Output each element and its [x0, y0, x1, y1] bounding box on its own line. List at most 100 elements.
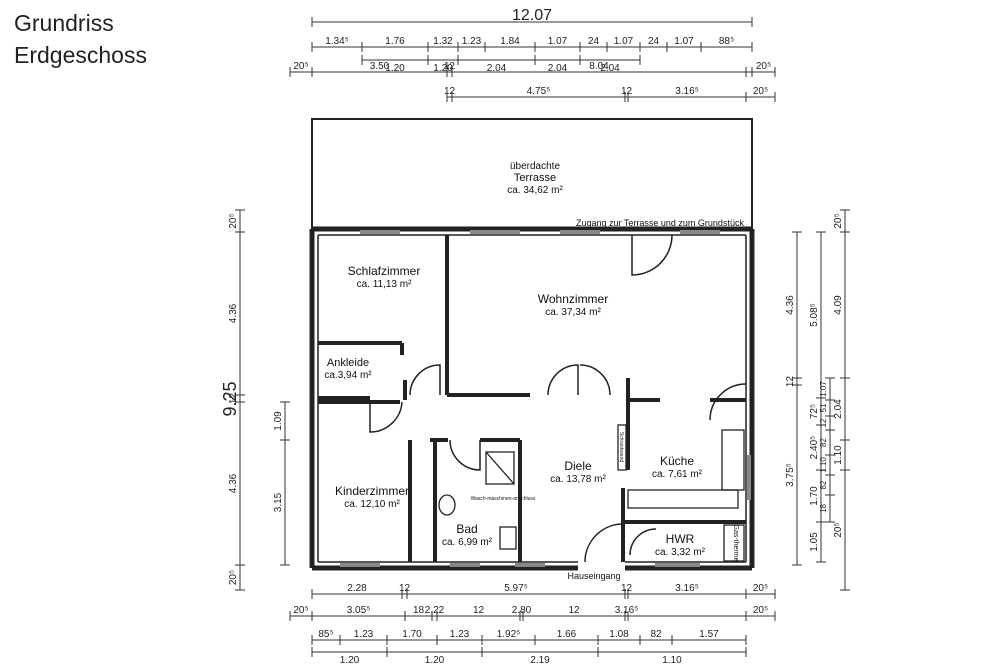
- kinderzimmer-area: ca. 12,10 m²: [344, 499, 400, 510]
- bottom-row2-value: 3.16⁵: [615, 605, 639, 616]
- top-row3-value: 12: [444, 86, 456, 97]
- bottom-row1-value: 20⁵: [753, 583, 768, 594]
- zugang-label: Zugang zur Terrasse und zum Grundstück: [576, 218, 744, 228]
- top-row1-value: 1.32: [433, 36, 453, 47]
- hauseingang-label: Hauseingang: [567, 571, 620, 581]
- bottom-row2-value: 20⁵: [293, 605, 308, 616]
- top-row3-value: 12: [621, 86, 633, 97]
- waschmaschine-label: Wasch-maschinen-anschluss: [471, 496, 536, 502]
- top-row1-value: 88⁵: [719, 36, 734, 47]
- right-inner-value: 5.08⁵: [809, 303, 820, 327]
- top-row3-value: 4.75⁵: [527, 86, 551, 97]
- kitchen-unit: [627, 489, 739, 509]
- top-row1-value: 1.07: [548, 36, 568, 47]
- top-row1-value: 24: [648, 36, 660, 47]
- bottom-row2-value: 18: [413, 605, 425, 616]
- ankleide-area: ca.3,94 m²: [324, 370, 372, 381]
- right-inner-value: 1.05: [809, 532, 820, 552]
- terrasse-label-1: überdachte: [510, 161, 560, 172]
- left-total-value: 9.25: [220, 381, 240, 416]
- right-outer-value: 20⁵: [833, 213, 844, 228]
- bottom-row1-value: 5.97⁵: [504, 583, 528, 594]
- right-outer-value: 4.09: [833, 295, 844, 315]
- top-row1-value: 1.07: [674, 36, 694, 47]
- right-small-value: 51: [819, 403, 828, 412]
- bottom-row2-value: 20⁵: [753, 605, 768, 616]
- top-row1-value: 1.76: [385, 36, 405, 47]
- right-inner-value: 72⁵: [809, 404, 820, 419]
- bottom-row3b-value: 2.19: [530, 655, 550, 666]
- top-row1b-value: 2.04: [600, 63, 620, 74]
- left-outer-value: 20⁵: [228, 570, 239, 585]
- bottom-row3-value: 82: [650, 629, 662, 640]
- diele-label: Diele: [564, 459, 592, 473]
- shower: [485, 451, 515, 485]
- kueche-label: Küche: [660, 454, 694, 468]
- washbasin: [499, 526, 517, 550]
- right-outer-value: 1.10: [833, 445, 844, 465]
- top-row2-value: 8.04: [589, 61, 609, 72]
- right-mid-value: 12: [785, 376, 796, 388]
- bottom-row3-value: 1.70: [402, 629, 422, 640]
- top-row1-value: 1.07: [614, 36, 634, 47]
- right-small-value: 82: [819, 438, 828, 447]
- right-small-value: 18: [819, 504, 828, 513]
- left-outer-value: 20⁵: [228, 213, 239, 228]
- right-inner-value: 2.40⁵: [809, 436, 820, 460]
- hwr-label: HWR: [666, 532, 695, 546]
- windows: [340, 230, 751, 567]
- top-row1-value: 1.23: [462, 36, 482, 47]
- right-mid-value: 4.36: [785, 295, 796, 315]
- left-outer-value: 12: [228, 393, 239, 405]
- right-small-value: 1.10: [819, 457, 828, 473]
- right-small-value: 1.07: [819, 381, 828, 397]
- bottom-row3-value: 1.66: [557, 629, 577, 640]
- top-row1b-value: 1.20: [433, 63, 453, 74]
- right-small-value: 12: [819, 418, 828, 427]
- top-row3-value: 3.16⁵: [675, 86, 699, 97]
- hwr-area: ca. 3,32 m²: [655, 547, 706, 558]
- top-row1-value: 24: [588, 36, 600, 47]
- wohnzimmer-area: ca. 37,34 m²: [545, 307, 601, 318]
- top-row2-value: 20⁵: [756, 61, 771, 72]
- top-row2-value: 12: [444, 61, 456, 72]
- top-row1b-value: 2.04: [487, 63, 507, 74]
- bottom-row1-value: 3.16⁵: [675, 583, 699, 594]
- right-outer-value: 20⁵: [833, 522, 844, 537]
- ankleide-label: Ankleide: [327, 357, 369, 369]
- plan-title-line2: Erdgeschoss: [14, 42, 147, 68]
- top-row2-value: 3.50: [370, 61, 390, 72]
- right-outer-value: 2.04: [833, 399, 844, 419]
- schlafzimmer-area: ca. 11,13 m²: [357, 279, 413, 290]
- bottom-row3-value: 1.08: [609, 629, 629, 640]
- terrasse-label-2: Terrasse: [514, 172, 556, 184]
- diele-area: ca. 13,78 m²: [550, 474, 606, 485]
- right-small-value: 82: [819, 480, 828, 489]
- left-outer-value: 4.36: [228, 473, 239, 493]
- bottom-row1-value: 2.28: [347, 583, 367, 594]
- interior-walls: [318, 235, 746, 562]
- bottom-row2-value: 3.05⁵: [347, 605, 371, 616]
- top-row3-value: 20⁵: [753, 86, 768, 97]
- wohnzimmer-label: Wohnzimmer: [538, 292, 608, 306]
- bottom-row2-value: 12: [473, 605, 485, 616]
- top-row2-value: 20⁵: [293, 61, 308, 72]
- outer-walls-inner: [317, 234, 747, 563]
- kinderzimmer-label: Kinderzimmer: [335, 484, 409, 498]
- toilet: [438, 494, 456, 516]
- gastherme-label: Gas-therme: [732, 525, 739, 562]
- bad-label: Bad: [456, 522, 477, 536]
- door-swings: [369, 234, 747, 563]
- top-row1-value: 1.84: [500, 36, 520, 47]
- bottom-row3-value: 1.23: [450, 629, 470, 640]
- top-total-value: 12.07: [512, 7, 552, 24]
- bottom-row3-value: 1.57: [699, 629, 719, 640]
- bottom-row3-value: 1.92⁵: [497, 629, 521, 640]
- top-row1b-value: 2.04: [548, 63, 568, 74]
- wardrobe: [617, 424, 627, 471]
- top-row1-value: 1.34⁵: [325, 36, 349, 47]
- top-row1b-value: 1.20: [385, 63, 405, 74]
- boiler: [723, 524, 745, 562]
- left-inner-value: 1.09: [273, 411, 284, 431]
